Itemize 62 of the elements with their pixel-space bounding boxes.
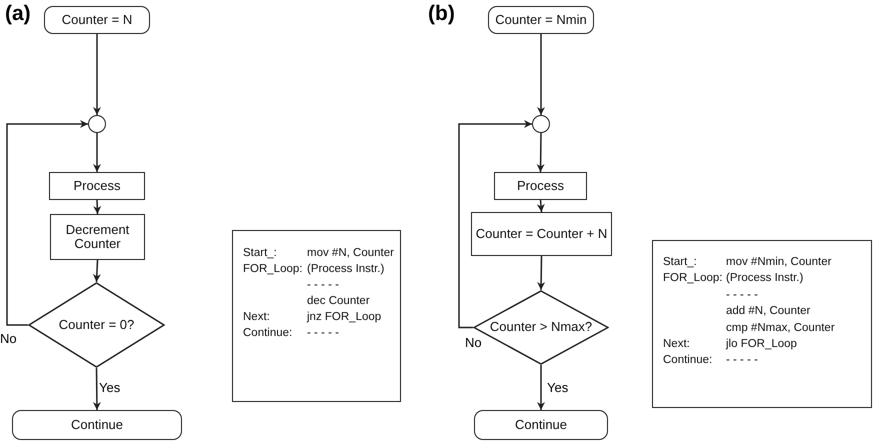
arrow — [537, 256, 546, 290]
terminal-box — [474, 410, 608, 440]
code-instruction: add #N, Counter — [726, 305, 810, 318]
panel-label: (a) — [5, 2, 31, 26]
code-label: Start_: — [243, 247, 277, 260]
arrow — [92, 260, 101, 282]
code-instruction: - - - - - — [307, 279, 339, 292]
code-instruction: (Process Instr.) — [307, 263, 384, 276]
node-label: Counter = Nmin — [495, 12, 587, 28]
code-instruction: (Process Instr.) — [726, 272, 804, 286]
arrow — [536, 132, 545, 172]
decision-diamond — [28, 282, 165, 368]
edge-label: No — [0, 332, 17, 345]
arrow — [537, 365, 545, 410]
process-box — [50, 214, 145, 260]
arrow — [458, 120, 532, 328]
edge-label: Yes — [547, 381, 568, 394]
edge-label: No — [465, 336, 482, 349]
process-box — [471, 212, 612, 256]
arrow — [536, 200, 545, 212]
terminal-box — [12, 410, 182, 440]
code-instruction: - - - - - — [726, 288, 758, 302]
node-label: Counter = 0? — [58, 318, 134, 332]
code-label: Continue: — [663, 354, 712, 368]
node-label: Continue — [70, 418, 124, 432]
process-box — [494, 172, 587, 200]
code-instruction: mov #N, Counter — [307, 247, 394, 260]
arrow — [6, 120, 88, 326]
code-label: FOR_Loop: — [663, 272, 722, 286]
code-instruction: jnz FOR_Loop — [307, 311, 382, 324]
code-label: FOR_Loop: — [243, 263, 302, 276]
process-box — [49, 172, 145, 200]
arrow — [92, 368, 101, 410]
node-label: Process — [74, 178, 120, 194]
panel-label: (b) — [428, 2, 455, 26]
connector-circle — [532, 115, 550, 133]
node-label: Counter > Nmax? — [490, 320, 592, 335]
code-instruction: jlo FOR_Loop — [726, 338, 797, 351]
node-label: Process — [517, 178, 564, 194]
code-instruction: dec Counter — [307, 295, 370, 308]
code-label: Next: — [243, 311, 270, 324]
code-instruction: - - - - - — [726, 354, 758, 368]
terminal-box — [488, 6, 594, 34]
code-label: Continue: — [243, 327, 292, 340]
arrow — [537, 34, 545, 115]
arrow — [93, 133, 101, 172]
node-label: Counter = N — [62, 12, 132, 28]
code-label: Start_: — [663, 256, 697, 269]
connector-circle — [88, 115, 106, 133]
arrow — [93, 34, 101, 115]
code-listing-panel — [652, 240, 872, 408]
code-label: Next: — [663, 338, 690, 351]
code-instruction: mov #Nmin, Counter — [726, 256, 832, 269]
node-label: Decrement Counter — [64, 222, 130, 252]
code-listing-panel — [232, 230, 401, 402]
node-label: Counter = Counter + N — [476, 226, 608, 242]
arrow — [93, 200, 102, 214]
node-label: Continue — [514, 418, 568, 432]
code-instruction: cmp #Nmax, Counter — [726, 322, 835, 334]
terminal-box — [44, 6, 150, 34]
edge-label: Yes — [99, 381, 120, 394]
code-instruction: - - - - - — [307, 327, 339, 340]
